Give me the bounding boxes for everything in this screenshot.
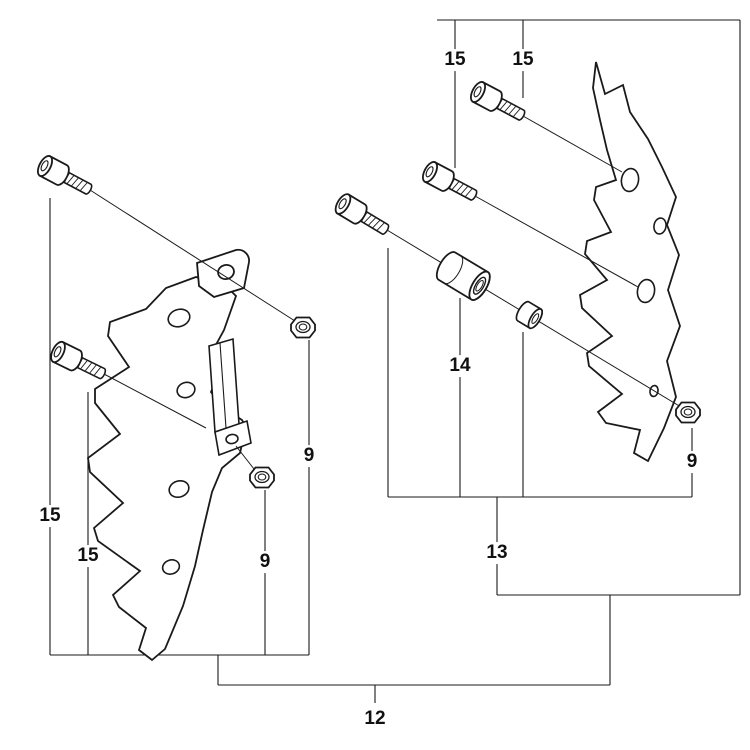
spacer-sleeve [431,247,495,304]
screw-right-long [331,190,394,241]
screw-right-upper [467,78,530,127]
mounting-bracket [208,337,252,457]
bushing [512,298,546,332]
nut-left-upper [290,316,316,339]
nut-right [675,401,701,424]
part-label-9-left-upper: 9 [300,445,318,467]
leader-bracket-to-nut [235,445,255,470]
leader-right-upper-screw [522,115,623,173]
leader-right-mid-screw [474,195,639,288]
screw-left-upper [34,152,97,201]
spike-plate-left-body [87,276,247,662]
part-label-14-spacer: 14 [446,355,474,377]
spike-plate-right-body [579,61,681,463]
spike-plate-left [87,248,252,662]
spike-plate-left-holes [161,308,196,575]
part-label-15-left-lower: 15 [74,545,102,567]
leader-left-upper-screw-to-nut [89,189,296,322]
screw-left-lower [47,338,111,386]
bracket-hole [225,433,239,445]
part-label-15-left-upper: 15 [36,505,64,527]
part-label-15-right-upper: 15 [509,49,537,71]
part-label-15-right-lower: 15 [441,49,469,71]
part-label-9-right: 9 [683,451,701,473]
screw-right-mid [419,158,482,207]
leader-left-lower-screw [103,373,207,429]
spike-plate-right-holes [620,167,667,398]
part-label-9-left-lower: 9 [256,551,274,573]
part-label-12-assembly: 12 [361,708,389,730]
spike-plate-right [579,61,681,463]
part-label-13-subassembly: 13 [483,542,511,564]
nut-left-lower [249,466,275,489]
tab-hole [217,264,235,280]
